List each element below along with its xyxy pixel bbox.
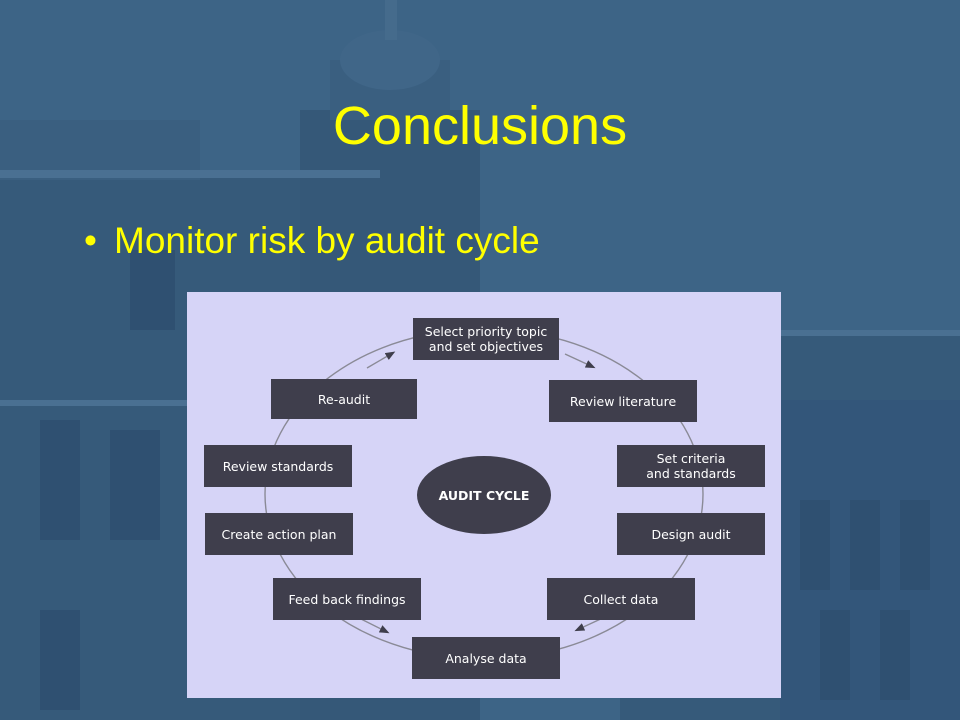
slide-title: Conclusions: [332, 96, 628, 156]
cycle-arrow-3: [358, 617, 390, 634]
cycle-arrow-1: [564, 353, 596, 369]
step-review-literature: Review literature: [549, 380, 697, 422]
step-select-priority-topic: Select priority topic and set objectives: [413, 318, 559, 360]
bullet-text: Monitor risk by audit cycle: [114, 220, 540, 261]
step-set-criteria: Set criteria and standards: [617, 445, 765, 487]
bullet-item: • Monitor risk by audit cycle: [84, 218, 540, 264]
step-feed-back-findings: Feed back findings: [273, 578, 421, 620]
bullet-marker: •: [84, 220, 97, 261]
step-review-standards: Review standards: [204, 445, 352, 487]
step-analyse-data: Analyse data: [412, 637, 560, 679]
cycle-arrow-4: [366, 351, 396, 369]
step-re-audit: Re-audit: [271, 379, 417, 419]
step-create-action-plan: Create action plan: [205, 513, 353, 555]
step-design-audit: Design audit: [617, 513, 765, 555]
audit-cycle-center: AUDIT CYCLE: [417, 456, 551, 534]
step-collect-data: Collect data: [547, 578, 695, 620]
audit-cycle-diagram: AUDIT CYCLE Select priority topic and se…: [187, 292, 781, 698]
